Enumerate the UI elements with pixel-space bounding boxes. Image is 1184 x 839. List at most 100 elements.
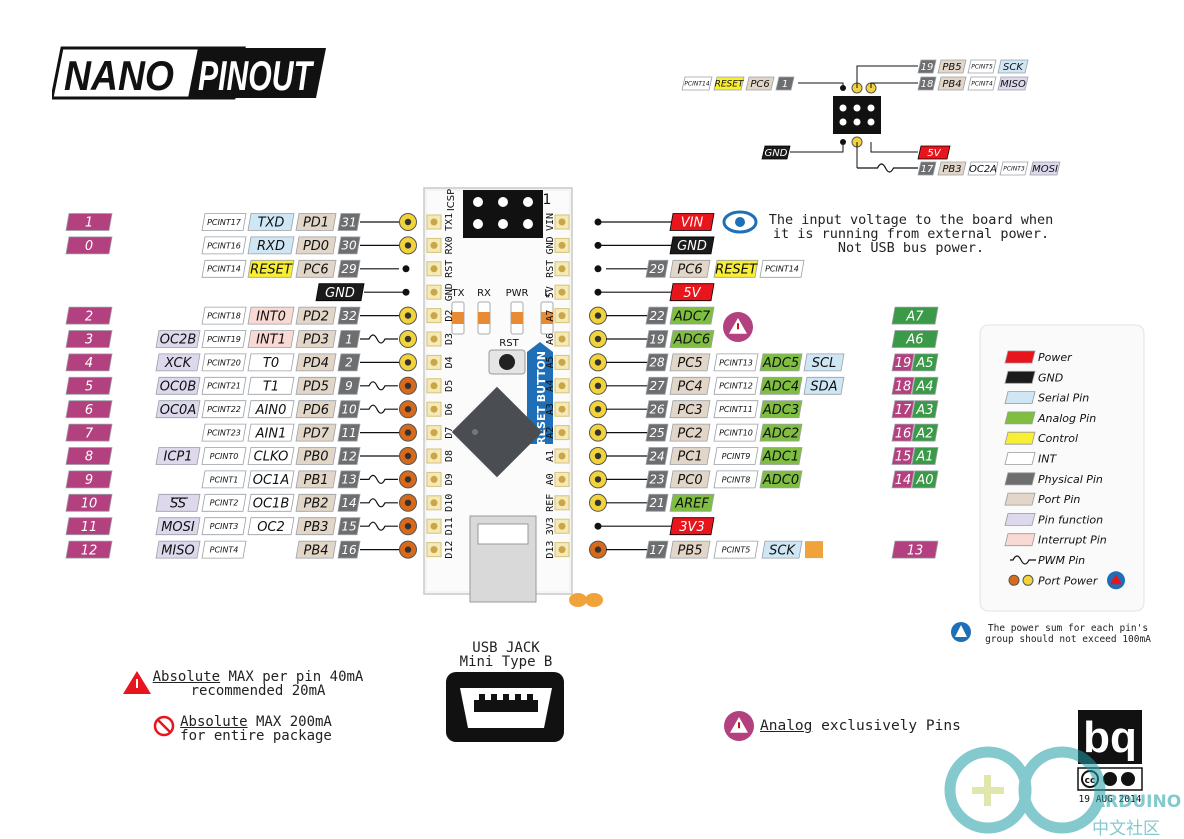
icsp-connector-pin (867, 104, 875, 112)
right-gnd-text: GND (677, 239, 707, 254)
left-pin-num: 30 (337, 236, 361, 255)
left-header-hole (430, 452, 438, 460)
right-analog-shape (669, 330, 715, 348)
left-port: PD3 (295, 330, 337, 348)
left-int-shape (247, 517, 295, 536)
icsp-miso-port-shape (937, 76, 967, 91)
left-function-text: XCK (164, 356, 193, 371)
icsp-sck-port: PB5 (937, 59, 967, 74)
left-physical-text: 6 (85, 403, 93, 418)
icsp-reset-pcint-shape (681, 76, 713, 91)
right-pin-num-shape (645, 470, 669, 489)
abs-max-pin-line-2: recommended 20mA (190, 683, 326, 699)
right-silk-label: A2 (545, 427, 556, 439)
right-pcint-shape (713, 376, 759, 395)
abs-max-pin-emph: Absolute (152, 669, 221, 685)
right-physical: 15 (891, 447, 915, 465)
left-silk-label: D4 (444, 356, 455, 368)
abs-max-package-note: Absolute MAX 200mA for entire package (176, 715, 336, 743)
right-pin-num: 19 (645, 330, 669, 348)
left-physical: 11 (65, 517, 113, 536)
left-pcint-text: PCINT2 (210, 499, 239, 508)
icsp-5v: 5V (917, 145, 951, 160)
left-pin-power-dot-core (404, 406, 412, 413)
icsp-miso-pcint: PCINT4 (967, 76, 997, 91)
left-header-hole (430, 405, 438, 413)
right-pin-num-text: 21 (649, 496, 664, 510)
left-port: PB2 (295, 493, 337, 512)
led-rx (478, 312, 490, 324)
left-physical-shape (65, 447, 113, 465)
left-int-text: CLKO (254, 450, 289, 465)
left-pin-num: 15 (337, 517, 361, 536)
left-pcint-shape (201, 540, 247, 559)
usb-jack-tongue (474, 700, 538, 712)
right-analog-label: A4 (911, 376, 939, 395)
right-pcint-text: PCINT5 (722, 545, 751, 554)
right-silk-label: A0 (545, 473, 556, 485)
right-analog-label: A2 (911, 423, 939, 442)
right-silk-label: D13 (545, 541, 556, 559)
left-silk-label: D11 (444, 517, 455, 535)
legend-swatch (1004, 472, 1036, 486)
left-physical-text: 11 (81, 520, 98, 535)
left-pin-num: 29 (337, 259, 361, 278)
legend-label: Pin function (1038, 513, 1103, 526)
abs-max-package-emph: Absolute (180, 714, 248, 730)
right-pin-num-shape (645, 400, 669, 419)
left-silk-label: RST (444, 260, 455, 278)
led-pwr (511, 312, 523, 324)
left-header-hole (430, 358, 438, 366)
right-analog: ADC3 (759, 400, 803, 419)
right-analog-label-shape (891, 330, 939, 348)
left-pcint-text: PCINT16 (207, 241, 241, 250)
right-port-shape (669, 447, 711, 465)
left-pin-power-dot-core (404, 452, 412, 460)
left-pcint: PCINT20 (201, 353, 247, 372)
left-pin-num-shape (337, 493, 361, 512)
left-interrupt-shape (247, 306, 295, 325)
left-int: OC1B (247, 493, 295, 512)
left-int-shape (247, 376, 295, 395)
right-port: PC6 (669, 259, 711, 278)
led-label-tx: TX (451, 288, 465, 299)
icsp-connector-pin (853, 118, 861, 126)
left-port: PD1 (295, 213, 337, 231)
legend-panel (979, 324, 1145, 612)
right-analog-label: A3 (911, 400, 939, 419)
logo-date: 19 AUG 2014 (1079, 794, 1142, 805)
right-port-text: PC5 (677, 356, 702, 371)
right-analog-label-text: A4 (915, 379, 933, 394)
left-header-hole (430, 335, 438, 343)
right-pcint-shape (713, 400, 759, 419)
right-pcint-text: PCINT8 (722, 475, 751, 484)
right-port: PC3 (669, 400, 711, 419)
bug-icon-wing (585, 593, 603, 607)
right-header-hole (558, 522, 566, 530)
right-analog-shape (759, 423, 803, 442)
board-icsp-pin (523, 197, 533, 207)
icsp-mosi-num: 17 (917, 161, 937, 176)
title-graphic: NANO PINOUT (52, 46, 326, 100)
right-pin-num-shape (645, 306, 669, 325)
left-silk-label: D9 (444, 473, 455, 485)
left-physical-text: 8 (85, 450, 93, 465)
right-control-shape (713, 259, 759, 278)
right-pin-power-dot-core (594, 499, 602, 506)
right-pin-num-shape (645, 423, 669, 442)
right-dot (594, 265, 602, 273)
left-function-shape (155, 447, 201, 465)
icsp-mosi-port: PB3 (937, 161, 967, 176)
icsp-reset-num-text: 1 (782, 79, 788, 90)
right-pcint: PCINT9 (713, 447, 759, 465)
left-physical-text: 5 (85, 379, 93, 394)
left-dot (402, 288, 410, 296)
left-pin-power-dot-core (404, 523, 412, 530)
bug-icon (569, 593, 587, 607)
left-pcint: PCINT19 (201, 330, 247, 348)
icsp-reset-control-text: RESET (715, 80, 745, 90)
left-port: PB1 (295, 470, 337, 489)
left-physical-shape (65, 376, 113, 395)
right-port-shape (669, 540, 711, 559)
left-function: SS (155, 493, 201, 512)
